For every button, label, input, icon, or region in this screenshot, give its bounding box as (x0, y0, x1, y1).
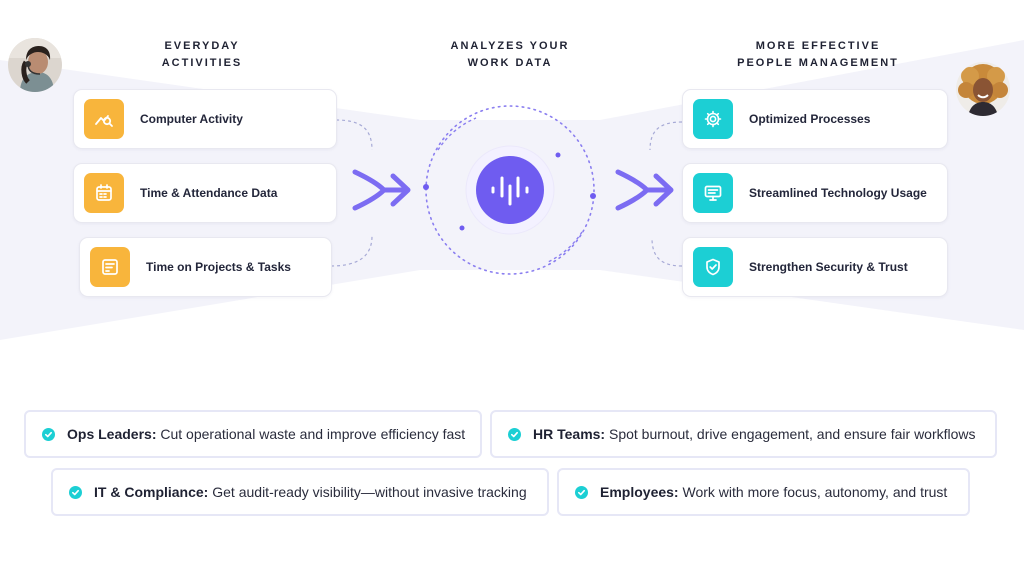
input-label: Time & Attendance Data (140, 186, 278, 200)
output-label: Optimized Processes (749, 112, 871, 126)
gear-icon (693, 99, 733, 139)
merge-arrow-right (615, 169, 674, 211)
input-card-projects-tasks: Time on Projects & Tasks (79, 237, 332, 297)
shield-check-icon (693, 247, 733, 287)
check-icon (575, 485, 588, 499)
heading-analyzes-work-data: ANALYZES YOUR WORK DATA (450, 40, 570, 69)
input-label: Computer Activity (140, 112, 243, 126)
benefit-employees: Employees: Work with more focus, autonom… (557, 468, 970, 516)
output-label: Streamlined Technology Usage (749, 186, 927, 200)
activity-chart-icon (84, 99, 124, 139)
check-icon (42, 427, 55, 441)
output-label: Strengthen Security & Trust (749, 260, 908, 274)
benefit-hr-teams: HR Teams: Spot burnout, drive engagement… (490, 410, 997, 458)
benefit-ops-leaders: Ops Leaders: Cut operational waste and i… (24, 410, 482, 458)
input-card-computer-activity: Computer Activity (73, 89, 337, 149)
input-card-time-attendance: Time & Attendance Data (73, 163, 337, 223)
heading-everyday-activities: EVERYDAY ACTIVITIES (161, 40, 243, 69)
avatar-woman-curly-hair (956, 62, 1010, 116)
avatar-woman-headset (8, 38, 62, 92)
output-card-streamlined-technology: Streamlined Technology Usage (682, 163, 948, 223)
merge-arrow-left (352, 169, 411, 211)
output-card-security-trust: Strengthen Security & Trust (682, 237, 948, 297)
check-icon (508, 427, 521, 441)
monitor-icon (693, 173, 733, 213)
output-card-optimized-processes: Optimized Processes (682, 89, 948, 149)
calendar-icon (84, 173, 124, 213)
input-label: Time on Projects & Tasks (146, 260, 291, 274)
sound-wave-icon (491, 176, 529, 206)
task-list-icon (90, 247, 130, 287)
heading-people-management: MORE EFFECTIVE PEOPLE MANAGEMENT (737, 40, 899, 69)
benefit-it-compliance: IT & Compliance: Get audit-ready visibil… (51, 468, 549, 516)
check-icon (69, 485, 82, 499)
